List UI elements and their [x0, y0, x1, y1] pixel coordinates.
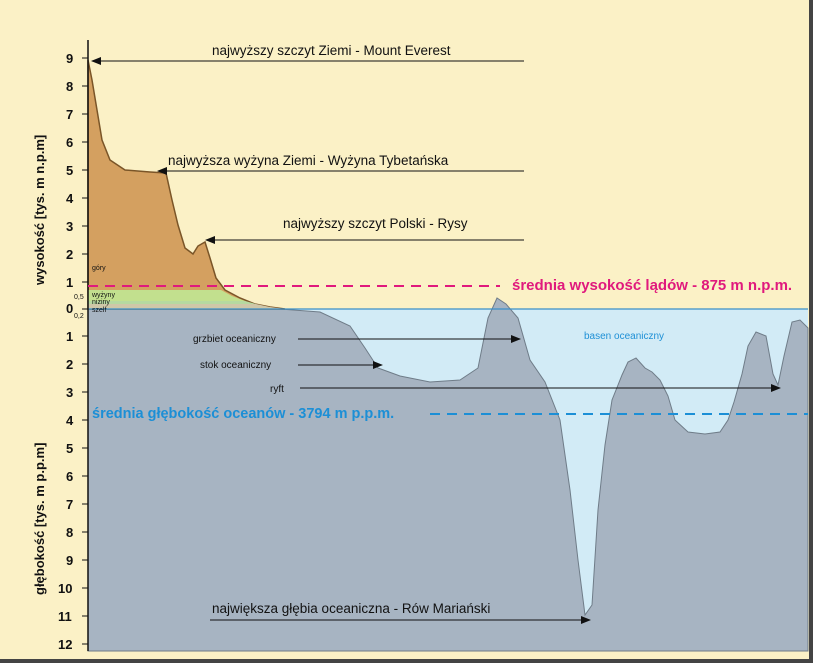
tick-label: 7 [66, 107, 73, 122]
tick-label: 5 [66, 441, 73, 456]
tick-label: 4 [66, 413, 74, 428]
lower-axis-title: głębokość [tys. m p.p.m] [32, 443, 47, 595]
tick-label: 1 [66, 275, 73, 290]
tick-label: 7 [66, 497, 73, 512]
upper-axis-title: wysokość [tys. m n.p.m] [32, 135, 47, 286]
uplands-band [88, 290, 245, 301]
zone-lowlands: niziny [92, 299, 110, 306]
upper-ticks: 9 8 7 6 5 4 3 2 1 0 [66, 51, 88, 316]
tick-label: 2 [66, 357, 73, 372]
tick-label: 2 [66, 247, 73, 262]
tick-label: 9 [66, 51, 73, 66]
annotation-mean-ocean: średnia głębokość oceanów - 3794 m p.p.m… [92, 406, 394, 422]
zone-mountains: góry [92, 265, 106, 272]
zone-uplands: wyżyny [91, 292, 115, 299]
tick-label: 6 [66, 135, 73, 150]
tick-label-small: 0,2 [74, 313, 84, 320]
tick-label: 1 [66, 329, 73, 344]
tick-label: 8 [66, 525, 73, 540]
tick-label: 3 [66, 385, 73, 400]
tick-label: 6 [66, 469, 73, 484]
lowlands-band [88, 301, 256, 304]
land-mass [87, 59, 286, 310]
tick-label: 11 [58, 609, 72, 624]
tick-label-small: 0,5 [74, 294, 84, 301]
annotation-everest: najwyższy szczyt Ziemi - Mount Everest [212, 43, 451, 58]
annotation-trench: największa głębia oceaniczna - Rów Maria… [212, 601, 490, 616]
tick-label: 8 [66, 79, 73, 94]
annotation-rysy: najwyższy szczyt Polski - Rysy [283, 216, 468, 231]
tick-label: 9 [66, 553, 73, 568]
sea-floor [87, 297, 809, 652]
annotation-tibet: najwyższa wyżyna Ziemi - Wyżyna Tybetańs… [168, 153, 449, 168]
annotation-basin: basen oceaniczny [584, 331, 664, 342]
zone-shelf: szelf [92, 307, 106, 314]
annotation-slope: stok oceaniczny [200, 360, 271, 371]
shelf-band [88, 304, 285, 309]
annotation-mean-land: średnia wysokość lądów - 875 m n.p.m. [512, 277, 792, 294]
tick-label: 10 [58, 581, 72, 596]
small-ticks: 0,5 0,2 [74, 294, 84, 320]
tick-label-zero: 0 [66, 301, 73, 316]
tick-label: 4 [66, 191, 74, 206]
lower-ticks: 1 2 3 4 5 6 7 8 9 10 11 12 [58, 329, 88, 652]
annotation-ridge: grzbiet oceaniczny [193, 334, 276, 345]
tick-label: 12 [58, 637, 72, 652]
tick-label: 3 [66, 219, 73, 234]
annotation-rift: ryft [270, 384, 284, 395]
tick-label: 5 [66, 163, 73, 178]
